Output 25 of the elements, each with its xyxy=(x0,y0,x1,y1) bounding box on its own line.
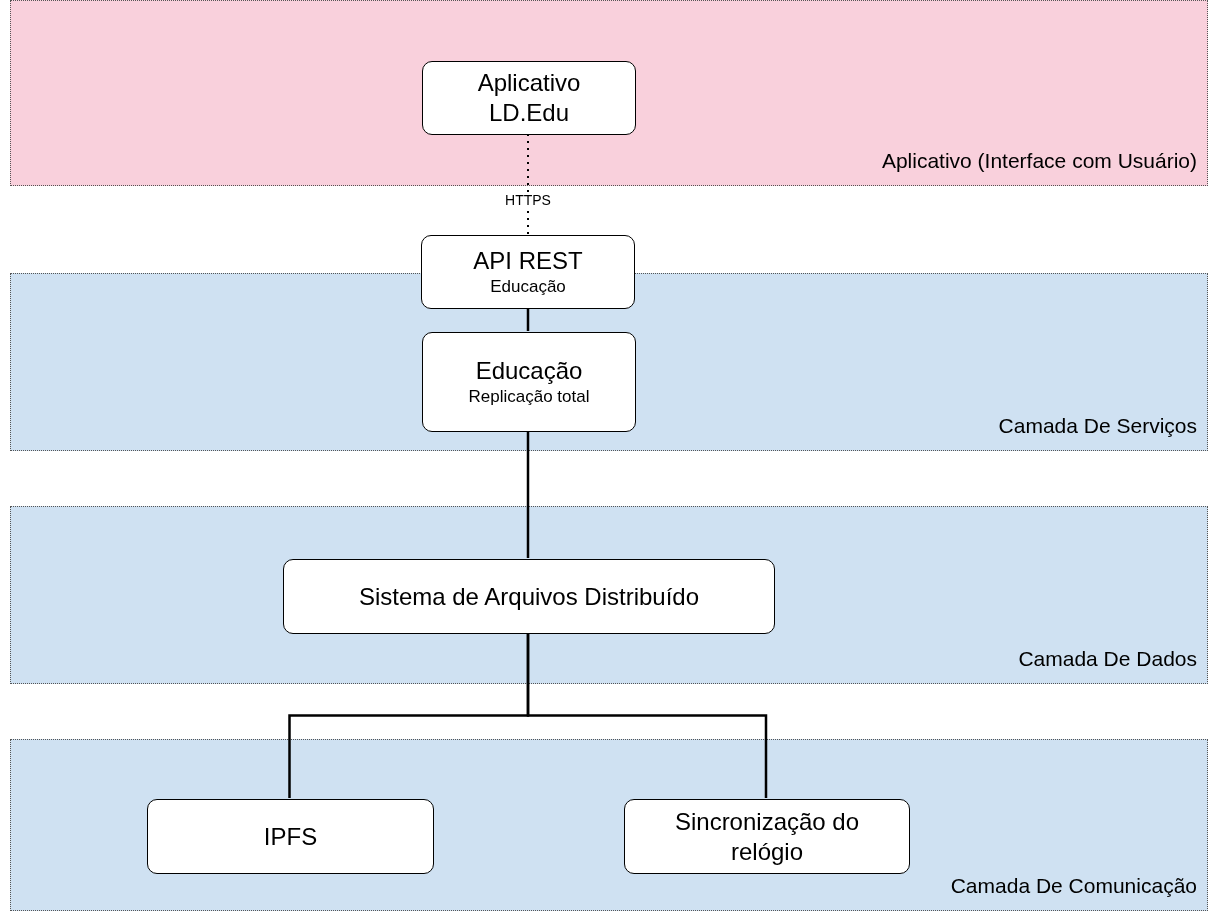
component-title: Educação xyxy=(475,355,583,386)
layer-band xyxy=(10,739,1208,911)
component-title: IPFS xyxy=(263,821,318,852)
component-box xyxy=(283,559,775,634)
component-box xyxy=(147,799,434,874)
component-title: Aplicativo LD.Edu xyxy=(476,68,582,128)
layer-label: Aplicativo (Interface com Usuário) xyxy=(881,149,1197,173)
component-box xyxy=(421,235,635,309)
layer-band xyxy=(10,506,1208,684)
component-box xyxy=(422,61,636,135)
component-title: API REST xyxy=(473,245,583,276)
layer-band xyxy=(10,273,1208,451)
component-title: Sistema de Arquivos Distribuído xyxy=(358,581,700,612)
layer-label: Camada De Comunicação xyxy=(950,874,1197,898)
connector-line xyxy=(526,633,768,798)
connector-line xyxy=(526,309,530,331)
layer-band xyxy=(10,0,1208,186)
component-subtitle: Educação xyxy=(490,275,566,298)
layer-label: Camada De Serviços xyxy=(998,414,1197,438)
connector-line xyxy=(526,431,530,558)
component-title: Sincronização do relógio xyxy=(673,806,861,867)
layer-label: Camada De Dados xyxy=(1018,647,1197,671)
component-subtitle: Replicação total xyxy=(468,385,590,408)
component-box xyxy=(624,799,910,874)
component-box xyxy=(422,332,636,432)
